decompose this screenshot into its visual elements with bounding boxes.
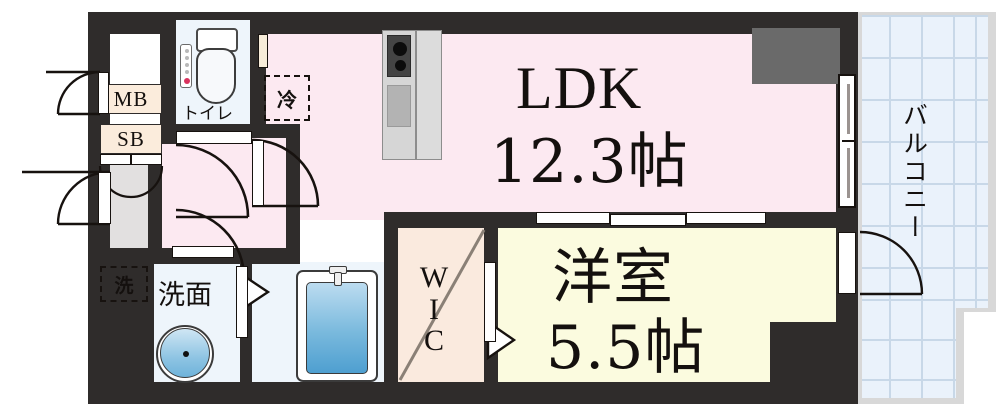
wic-label-w: W (419, 261, 449, 294)
kitchen-wall-niche (258, 34, 268, 68)
bedroom-room-name: 洋室 (552, 248, 674, 308)
bedroom-room-size-text: 5.5帖 (546, 313, 706, 383)
bathtub-spout (334, 272, 342, 286)
exterior-wall-bottom (88, 382, 858, 404)
bedroom-room-size: 5.5帖 (546, 318, 705, 378)
meter-box-door-leaf[interactable] (98, 72, 109, 114)
bathtub-basin (306, 282, 368, 374)
room-bedroom-floor-lower (498, 322, 770, 382)
exterior-wall-top (88, 12, 858, 34)
bedroom-room-name-text: 洋室 (552, 243, 674, 313)
washbasin-label-text: 洗面 (158, 280, 212, 311)
ldk-room-size: 12.3帖 (490, 132, 689, 192)
stove-burner-front (393, 42, 407, 56)
balcony-floor-lower (862, 300, 956, 398)
ldk-balcony-window[interactable] (838, 74, 856, 208)
ldk-hall-door-leaf[interactable] (252, 140, 264, 206)
toilet-panel-indicator (184, 78, 190, 84)
ldk-bedroom-sliding-panel-3[interactable] (686, 212, 766, 224)
shoe-closet-door-left[interactable] (100, 154, 131, 165)
shoe-closet-door-right[interactable] (131, 154, 162, 165)
ldk-room-size-text: 12.3帖 (490, 127, 689, 197)
ldk-ceiling-storage-block (752, 28, 840, 84)
interior-wall-bath-wic (384, 212, 398, 384)
balcony-label-text: バルコニー (899, 102, 929, 242)
balcony-door-leaf[interactable] (838, 232, 856, 294)
ldk-bedroom-sliding-panel-2[interactable] (610, 214, 686, 226)
shoe-box-text: SB (117, 126, 145, 151)
toilet-control-panel (180, 44, 192, 88)
interior-wall-toilet-left (160, 12, 176, 144)
wic-sliding-door-leaf[interactable] (484, 262, 496, 342)
kitchen-sink (387, 85, 411, 127)
fridge-label-text: 冷 (277, 87, 297, 112)
ldk-bedroom-sliding-panel-1[interactable] (536, 212, 610, 224)
washroom-sliding-door-leaf[interactable] (236, 266, 248, 338)
toilet-bowl (196, 48, 236, 104)
washroom-door-leaf[interactable] (172, 246, 234, 258)
wic-label-c: C (423, 324, 444, 357)
stove-burner-back (395, 60, 406, 71)
toilet-label: トイレ (182, 106, 233, 123)
ldk-room-name: LDK (516, 58, 642, 118)
washbasin-bowl (160, 328, 210, 378)
kitchen-counter (416, 30, 442, 160)
washer-placement-marker: 洗 (100, 266, 148, 302)
balcony-label: バルコニー (898, 72, 929, 272)
kitchen-stove (387, 35, 411, 77)
toilet-door-leaf[interactable] (176, 131, 252, 144)
ldk-room-name-text: LDK (516, 55, 643, 121)
washer-label-text: 洗 (114, 274, 134, 297)
meter-box-text: MB (113, 86, 149, 111)
washbasin-drain (183, 351, 189, 357)
entrance-door-leaf[interactable] (98, 172, 111, 224)
wall-block-bedroom-notch (770, 322, 836, 384)
room-bedroom-floor (498, 228, 836, 322)
fridge-placement-marker: 冷 (264, 75, 310, 121)
toilet-label-text: トイレ (182, 104, 233, 124)
washbasin-label: 洗面 (158, 282, 212, 309)
wic-label: W I C (414, 262, 454, 357)
shoe-box-label: SB (100, 124, 162, 154)
meter-box-label: MB (100, 84, 162, 114)
wic-label-i: I (429, 292, 439, 326)
interior-wall-ldk-left (286, 124, 300, 262)
